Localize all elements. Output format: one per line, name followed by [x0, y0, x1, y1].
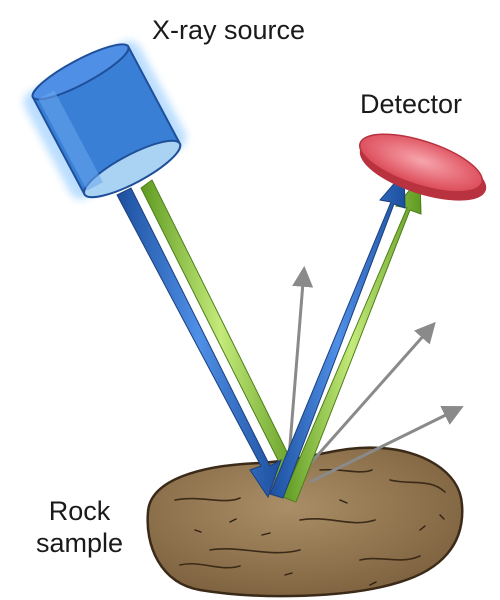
- detector-label: Detector: [360, 89, 463, 119]
- scatter-arrow: [309, 406, 464, 484]
- x-ray-tube-icon: [23, 40, 187, 200]
- x-ray-source-label: X-ray source: [152, 15, 306, 45]
- scattered-rays: [286, 265, 464, 484]
- rock-sample-label: Rock sample: [36, 495, 123, 560]
- rock-sample-icon: [146, 446, 464, 598]
- rock-label-line2: sample: [36, 528, 124, 559]
- scatter-arrow: [298, 321, 436, 476]
- scatter-arrow: [286, 265, 314, 471]
- incident-beams: [116, 179, 301, 499]
- detector-dish-icon: [359, 133, 487, 201]
- emitted-beams: [269, 170, 422, 503]
- rock-label-line1: Rock: [48, 496, 111, 526]
